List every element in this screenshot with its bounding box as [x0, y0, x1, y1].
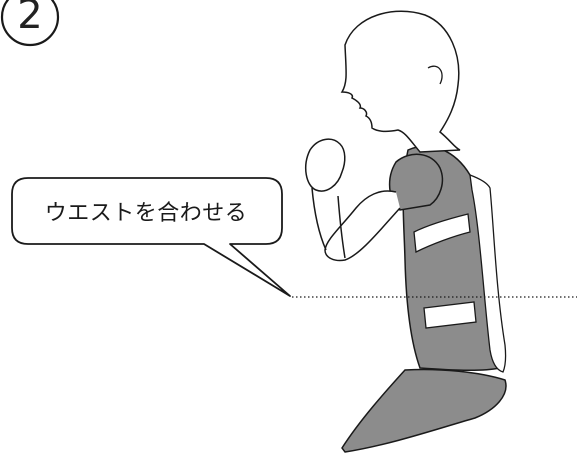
sleeve: [388, 153, 444, 211]
rear-panel: [469, 174, 507, 373]
step-number: 2: [17, 0, 43, 38]
upper-strap: [413, 213, 471, 254]
lower-strap: [423, 301, 477, 329]
callout-bubble: [11, 177, 291, 297]
head: [340, 10, 461, 153]
ear: [427, 65, 443, 85]
callout-text: ウエストを合わせる: [44, 201, 248, 226]
fist: [304, 138, 346, 192]
seat-lap: [341, 368, 507, 453]
forearm: [311, 187, 346, 259]
step-circle: [0, 0, 60, 47]
upper-arm: [324, 190, 401, 262]
